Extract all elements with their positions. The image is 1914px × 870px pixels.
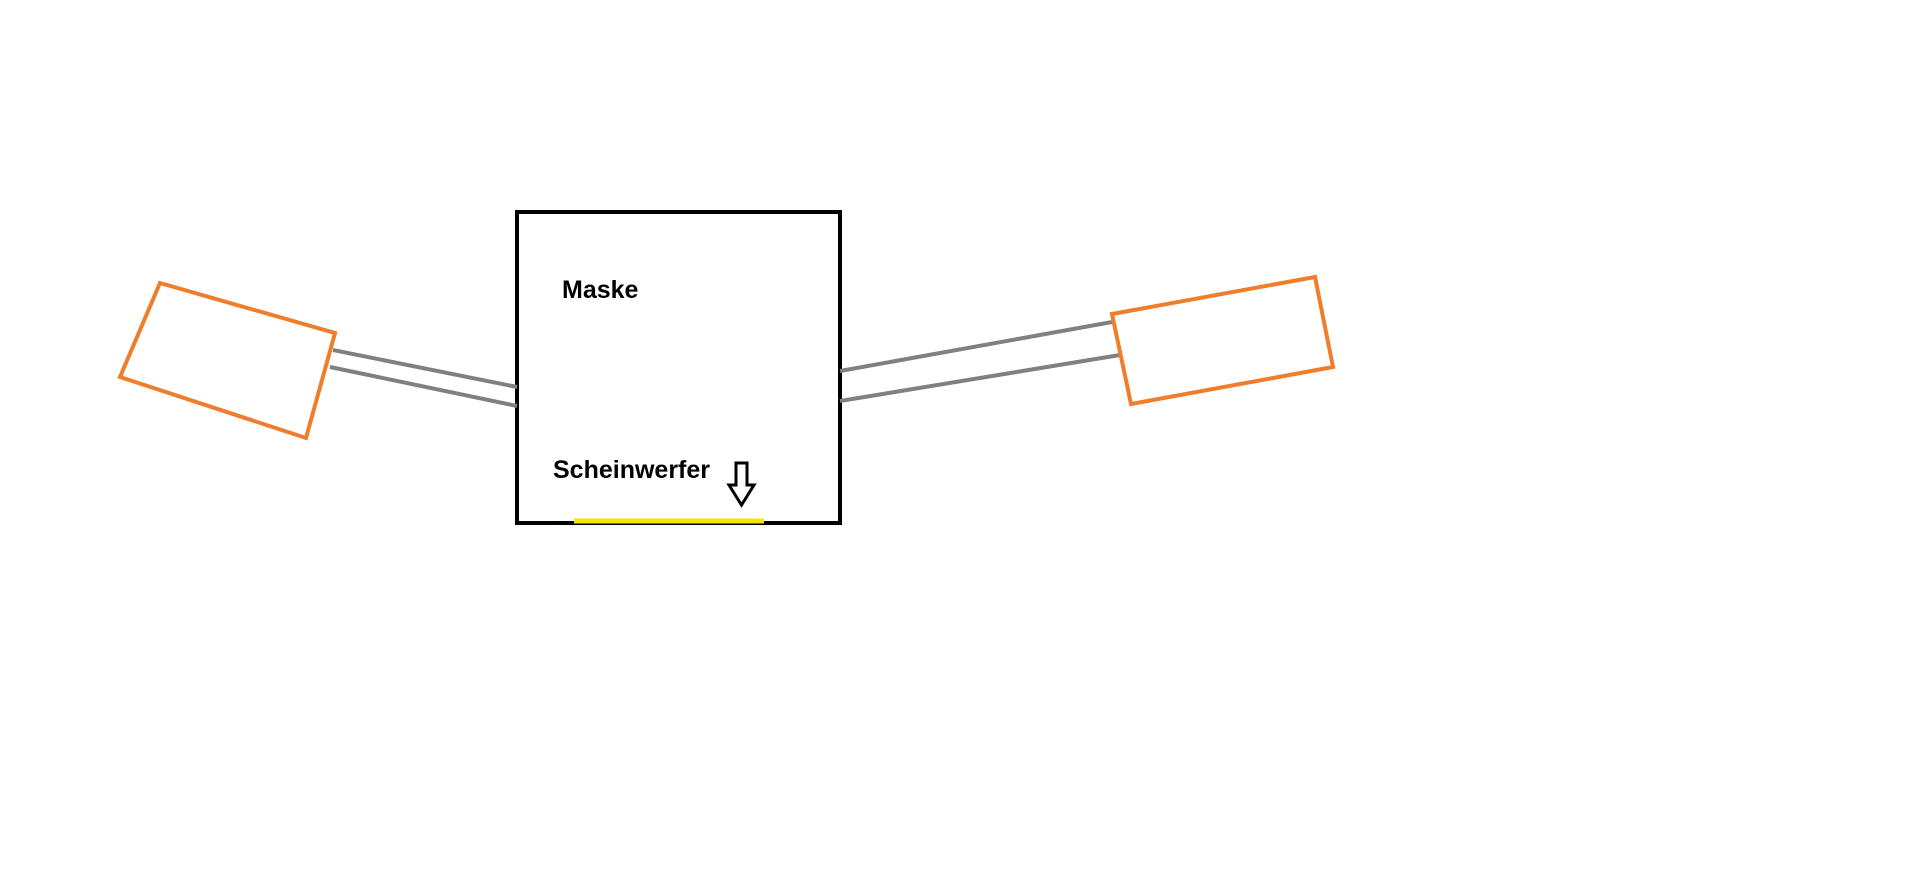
arrow-down-icon xyxy=(726,461,757,508)
left-device-box xyxy=(117,280,338,441)
right-device-box xyxy=(1109,274,1336,407)
spotlight-label: Scheinwerfer xyxy=(553,456,710,484)
right-connector xyxy=(839,320,1121,403)
mask-label: Maske xyxy=(562,276,639,304)
left-connector xyxy=(329,348,518,408)
